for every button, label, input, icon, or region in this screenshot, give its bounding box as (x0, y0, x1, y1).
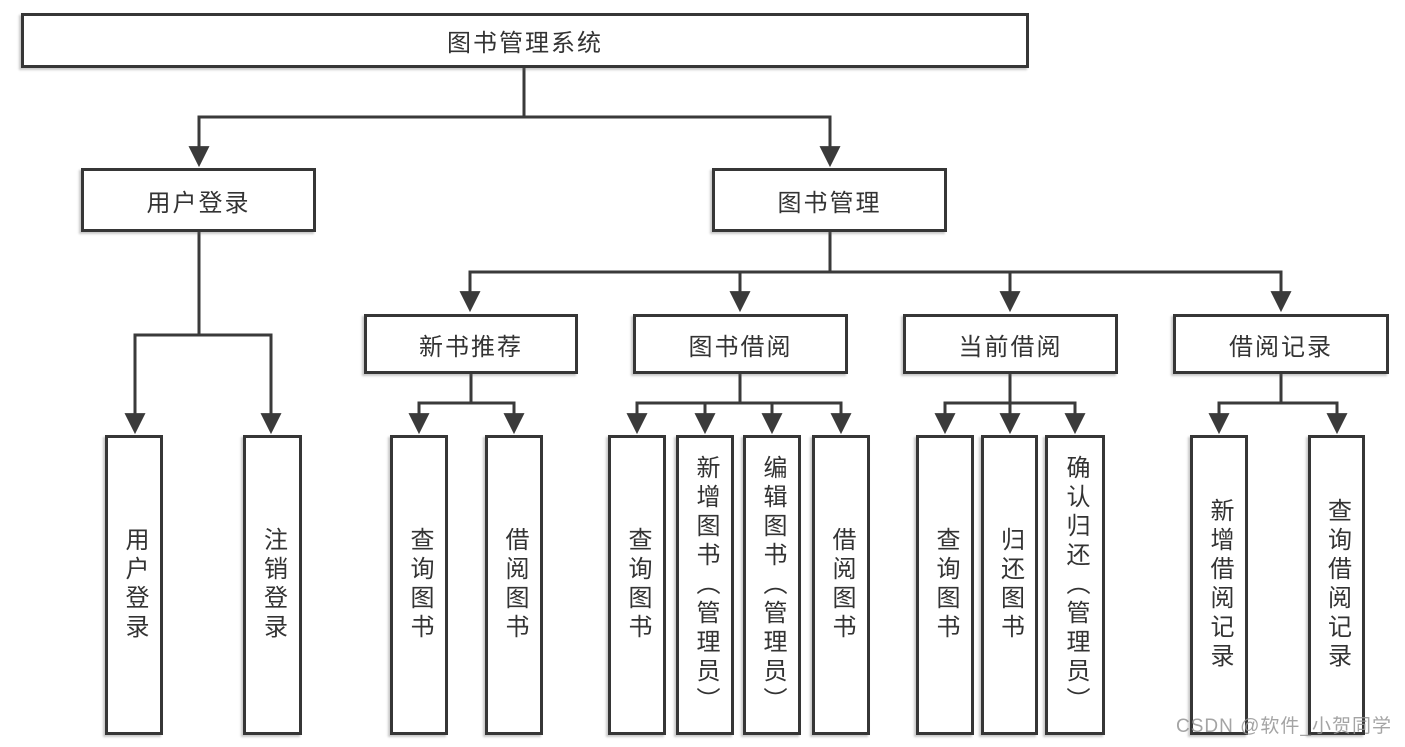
leaf-query-borrow-record: 查询借阅记录 (1308, 435, 1365, 735)
node-new-book-recommend: 新书推荐 (364, 314, 578, 374)
leaf-logout-label: 注销登录 (259, 527, 287, 643)
leaf-user-login-label: 用户登录 (121, 527, 148, 643)
leaf-logout: 注销登录 (243, 435, 302, 735)
leaf-query-books-current-label: 查询图书 (932, 527, 959, 643)
node-root: 图书管理系统 (21, 13, 1029, 68)
leaf-add-borrow-record: 新增借阅记录 (1190, 435, 1248, 735)
node-user-login-label: 用户登录 (146, 189, 251, 217)
leaf-query-books-borrow: 查询图书 (608, 435, 666, 735)
leaf-query-borrow-record-label: 查询借阅记录 (1323, 498, 1351, 672)
leaf-return-book: 归还图书 (981, 435, 1038, 735)
leaf-user-login: 用户登录 (105, 435, 163, 735)
node-book-borrow-label: 图书借阅 (688, 333, 793, 361)
node-root-label: 图书管理系统 (447, 30, 603, 57)
node-book-borrow: 图书借阅 (633, 314, 848, 374)
leaf-confirm-return-admin-label: 确认归还（管理员） (1062, 454, 1089, 716)
leaf-borrow-books-recommend: 借阅图书 (485, 435, 543, 735)
node-borrow-records: 借阅记录 (1173, 314, 1389, 374)
leaf-edit-book-admin: 编辑图书（管理员） (743, 435, 801, 735)
leaf-confirm-return-admin: 确认归还（管理员） (1045, 435, 1105, 735)
leaf-query-books-recommend-label: 查询图书 (406, 527, 433, 643)
node-new-book-recommend-label: 新书推荐 (419, 333, 523, 361)
node-book-management-label: 图书管理 (777, 189, 882, 217)
leaf-borrow-books-borrow: 借阅图书 (812, 435, 870, 735)
leaf-edit-book-admin-label: 编辑图书（管理员） (759, 454, 786, 716)
leaf-add-borrow-record-label: 新增借阅记录 (1206, 498, 1233, 672)
node-current-borrow-label: 当前借阅 (958, 333, 1063, 361)
leaf-query-books-current: 查询图书 (916, 435, 974, 735)
leaf-return-book-label: 归还图书 (996, 527, 1024, 643)
node-current-borrow: 当前借阅 (903, 314, 1118, 374)
node-borrow-records-label: 借阅记录 (1229, 333, 1333, 361)
leaf-add-book-admin: 新增图书（管理员） (676, 435, 734, 735)
leaf-query-books-recommend: 查询图书 (390, 435, 448, 735)
leaf-borrow-books-borrow-label: 借阅图书 (828, 527, 855, 643)
leaf-query-books-borrow-label: 查询图书 (624, 527, 651, 643)
node-book-management: 图书管理 (712, 168, 947, 232)
watermark-text: CSDN @软件_小贺同学 (1176, 716, 1392, 737)
leaf-add-book-admin-label: 新增图书（管理员） (692, 454, 719, 716)
leaf-borrow-books-recommend-label: 借阅图书 (501, 527, 528, 643)
node-user-login: 用户登录 (81, 168, 316, 232)
